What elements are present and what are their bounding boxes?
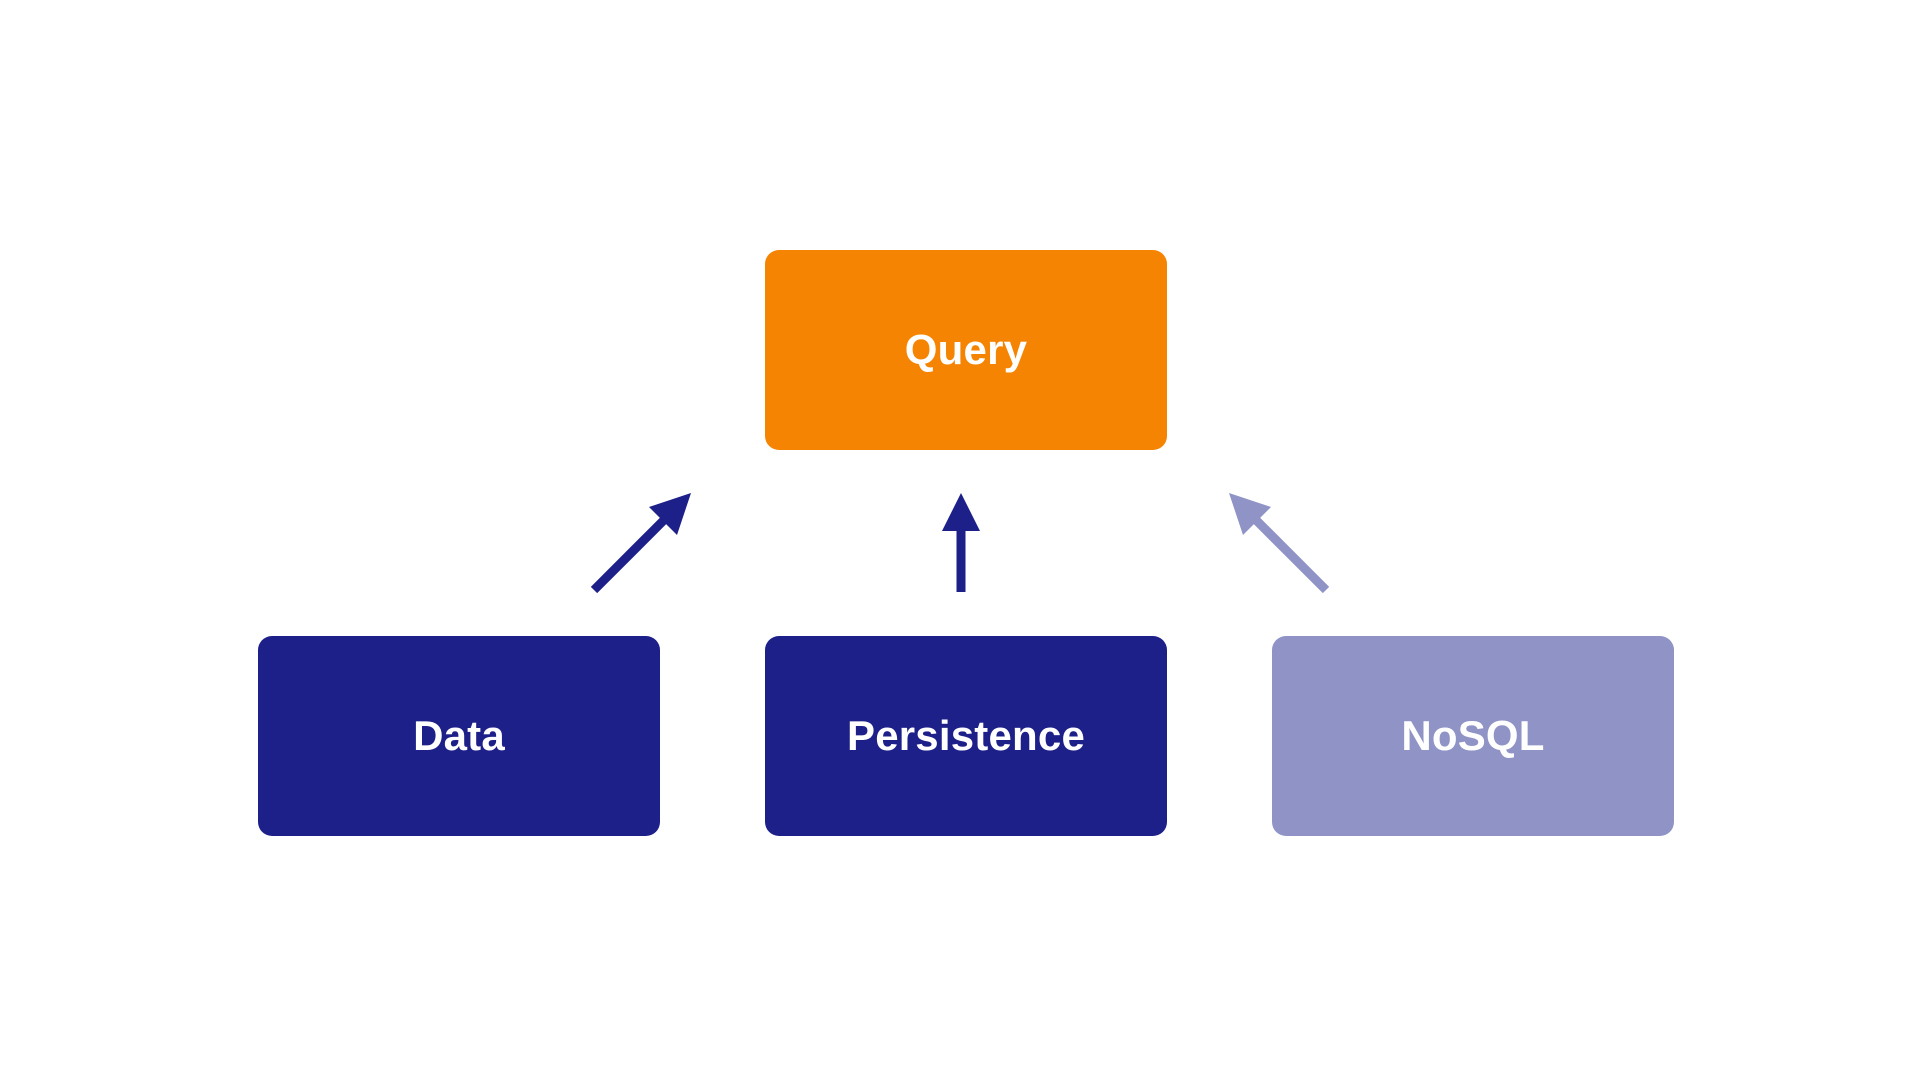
query-label: Query bbox=[904, 326, 1028, 373]
arrow-nosql-to-query bbox=[1229, 493, 1330, 594]
query-box: Query bbox=[765, 250, 1167, 450]
persistence-box: Persistence bbox=[765, 636, 1167, 836]
nosql-label: NoSQL bbox=[1401, 712, 1545, 759]
nosql-box: NoSQL bbox=[1272, 636, 1674, 836]
data-box: Data bbox=[258, 636, 660, 836]
persistence-label: Persistence bbox=[846, 712, 1086, 759]
arrow-data-to-query bbox=[590, 493, 691, 594]
arrow-persistence-to-query bbox=[942, 493, 980, 592]
data-label: Data bbox=[413, 712, 505, 759]
